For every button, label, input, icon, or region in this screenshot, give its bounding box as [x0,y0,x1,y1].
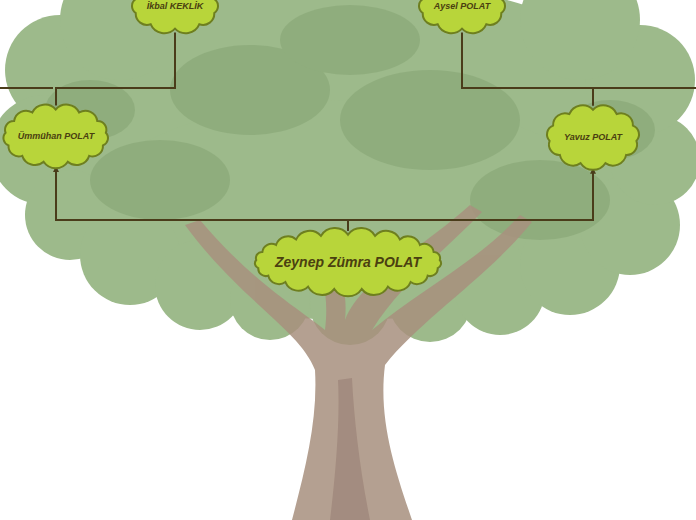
tree-trunk [185,205,532,520]
person-name: Aysel POLAT [434,1,490,11]
family-connector [56,33,175,106]
branch-line [0,87,53,89]
name-cloud: İkbal KEKLİK [127,0,223,35]
branch-line [592,87,696,89]
cloud-shape [547,105,639,170]
person-name: Zeynep Zümra POLAT [275,254,421,270]
family-connector [348,168,593,230]
name-cloud: Zeynep Zümra POLAT [241,227,455,297]
name-cloud: Ümmühan POLAT [0,102,115,170]
cloud-shape [4,105,108,169]
cloud-shape [132,0,218,33]
canopy-shade [45,5,655,240]
tree-canopy [0,0,696,345]
person-name: Ümmühan POLAT [18,131,94,141]
person-name: Yavuz POLAT [564,132,622,142]
family-connector [462,33,593,106]
name-cloud: Aysel POLAT [414,0,510,35]
person-name: İkbal KEKLİK [147,1,204,11]
family-connector [56,167,348,231]
cloud-shape [419,0,505,33]
name-cloud: Yavuz POLAT [542,102,644,172]
cloud-shape [255,228,441,296]
